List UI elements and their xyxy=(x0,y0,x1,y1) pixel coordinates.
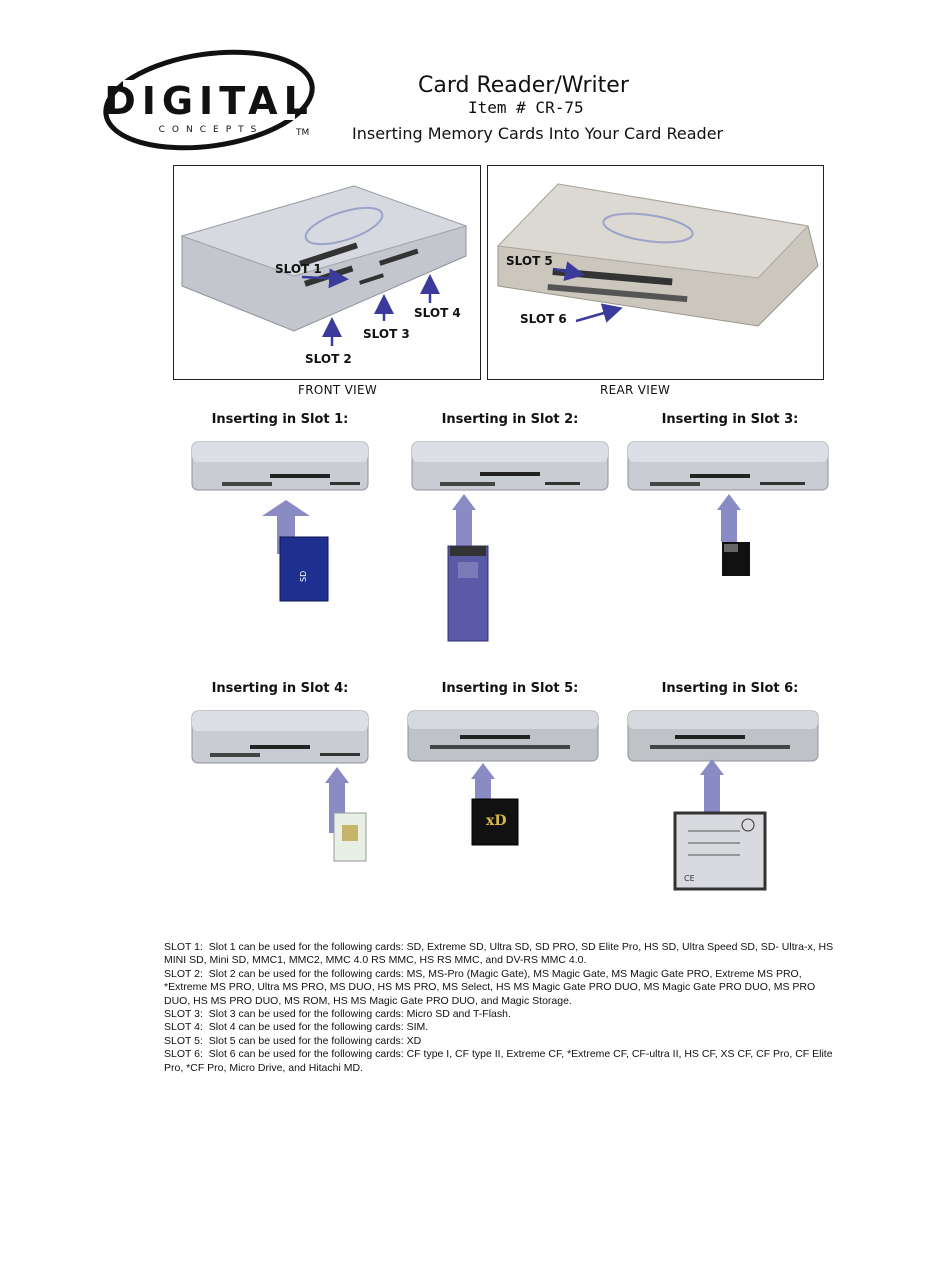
slot-2-desc-label: SLOT 2: xyxy=(164,967,203,980)
slot-6-illustration: CE xyxy=(627,710,819,891)
slot-4-desc-label: SLOT 4: xyxy=(164,1021,203,1034)
slot-2-illustration xyxy=(411,441,609,642)
svg-text:CE: CE xyxy=(684,874,695,883)
slot-4-heading: Inserting in Slot 4: xyxy=(211,681,349,696)
slot-4-panel: Inserting in Slot 4: xyxy=(170,681,390,921)
slot-5-illustration: xD xyxy=(407,710,599,846)
front-slot-4-label: SLOT 4 xyxy=(414,306,461,320)
slot-5-panel: Inserting in Slot 5: xD xyxy=(400,681,620,921)
slot-2-desc-text: Slot 2 can be used for the following car… xyxy=(164,967,816,1007)
slot-3-panel: Inserting in Slot 3: xyxy=(620,412,840,652)
slot-3-desc-label: SLOT 3: xyxy=(164,1008,203,1021)
slot-1-heading: Inserting in Slot 1: xyxy=(211,412,349,427)
slot-1-illustration: SD xyxy=(191,441,369,602)
slot-6-desc-label: SLOT 6: xyxy=(164,1048,203,1061)
slot-1-description: SLOT 1: Slot 1 can be used for the follo… xyxy=(164,941,844,968)
svg-text:xD: xD xyxy=(486,813,507,829)
slot-4-desc-text: Slot 4 can be used for the following car… xyxy=(208,1021,429,1034)
slot-6-description: SLOT 6: Slot 6 can be used for the follo… xyxy=(164,1048,844,1075)
front-slot-1-label: SLOT 1 xyxy=(275,262,322,276)
front-slot-3-label: SLOT 3 xyxy=(363,327,410,341)
slot-3-desc-text: Slot 3 can be used for the following car… xyxy=(208,1008,511,1021)
slot-4-description: SLOT 4: Slot 4 can be used for the follo… xyxy=(164,1021,844,1034)
slot-3-description: SLOT 3: Slot 3 can be used for the follo… xyxy=(164,1008,844,1021)
svg-text:SD: SD xyxy=(299,571,308,582)
front-view-photo: SLOT 1 SLOT 2 SLOT 3 SLOT 4 xyxy=(173,165,481,380)
front-slot-2-label: SLOT 2 xyxy=(305,352,352,366)
slot-6-heading: Inserting in Slot 6: xyxy=(661,681,799,696)
slot-2-panel: Inserting in Slot 2: xyxy=(400,412,620,652)
slot-3-heading: Inserting in Slot 3: xyxy=(661,412,799,427)
slot-descriptions: SLOT 1: Slot 1 can be used for the follo… xyxy=(164,941,844,1075)
front-view-caption: FRONT VIEW xyxy=(298,383,378,397)
front-view-device-illustration xyxy=(180,185,468,346)
slot-2-description: SLOT 2: Slot 2 can be used for the follo… xyxy=(164,968,844,1008)
slot-5-desc-text: Slot 5 can be used for the following car… xyxy=(208,1034,422,1047)
rear-view-photo: SLOT 5 SLOT 6 xyxy=(487,165,824,380)
slot-1-desc-label: SLOT 1: xyxy=(164,941,203,953)
item-number: Item # CR-75 xyxy=(468,98,584,117)
page-title: Card Reader/Writer xyxy=(418,73,629,98)
rear-view-device-illustration xyxy=(496,183,819,327)
slot-1-panel: Inserting in Slot 1: SD xyxy=(170,412,390,652)
page-subtitle: Inserting Memory Cards Into Your Card Re… xyxy=(352,124,724,143)
logo-trademark: TM xyxy=(296,128,310,138)
slot-5-description: SLOT 5: Slot 5 can be used for the follo… xyxy=(164,1035,844,1048)
slot-2-heading: Inserting in Slot 2: xyxy=(441,412,579,427)
rear-view-caption: REAR VIEW xyxy=(600,383,671,397)
slot-5-heading: Inserting in Slot 5: xyxy=(441,681,579,696)
slot-3-illustration xyxy=(627,441,829,576)
slot-1-desc-text: Slot 1 can be used for the following car… xyxy=(164,941,834,967)
logo-text: DIGITAL xyxy=(104,79,314,123)
slot-4-illustration xyxy=(191,710,369,862)
logo-subtext: CONCEPTS xyxy=(159,125,264,135)
slot-5-desc-label: SLOT 5: xyxy=(164,1034,203,1047)
slot-6-desc-text: Slot 6 can be used for the following car… xyxy=(164,1048,833,1074)
rear-slot-5-label: SLOT 5 xyxy=(506,254,553,268)
slot-6-panel: Inserting in Slot 6: CE xyxy=(620,681,840,921)
rear-slot-6-label: SLOT 6 xyxy=(520,312,567,326)
digital-concepts-logo: DIGITAL CONCEPTS xyxy=(103,49,315,151)
